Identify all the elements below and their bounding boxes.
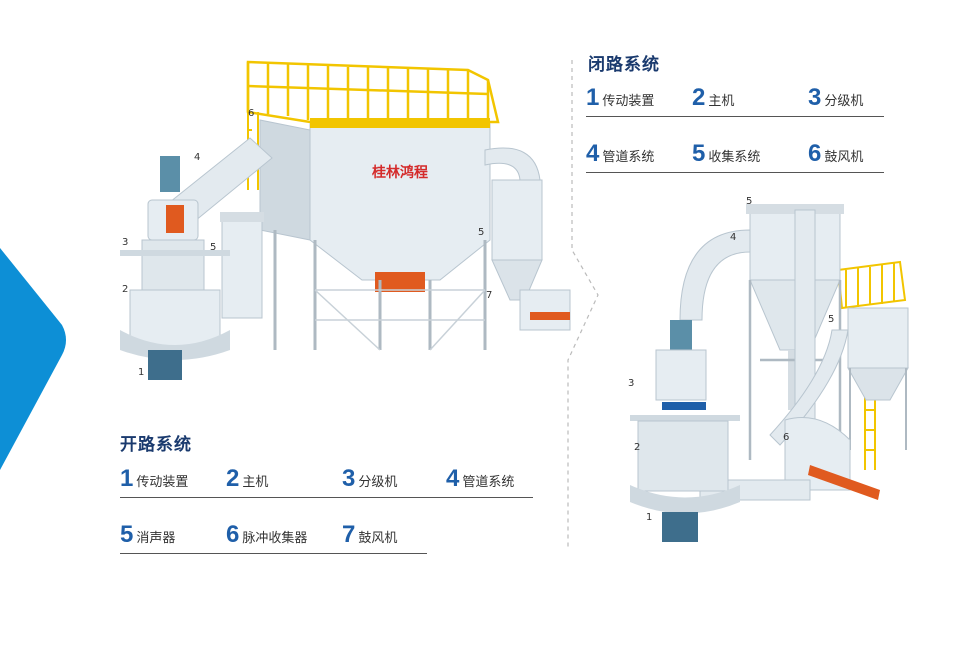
callout-5b: 5 [478,227,484,238]
section-divider [567,60,599,550]
callout-4: 4 [194,152,200,163]
callout-5b: 5 [828,314,834,325]
legend-item: 4 管道系统 [446,465,515,492]
legend-item: 5 收集系统 [692,140,761,167]
open-circuit-legend-row-2: 5 消声器 6 脉冲收集器 7 鼓风机 [120,513,427,554]
callout-1: 1 [646,512,652,523]
callout-6: 6 [783,432,789,443]
blue-arrow-tab [0,248,66,470]
callout-2: 2 [634,442,640,453]
closed-circuit-legend-row-1: 1 传动装置 2 主机 3 分级机 [586,76,884,117]
legend-item: 2 主机 [692,84,735,111]
callout-7: 7 [486,290,492,301]
callout-1: 1 [138,367,144,378]
pulse-collector-body [309,123,491,281]
callout-5: 5 [210,242,216,253]
legend-item: 6 鼓风机 [808,140,864,167]
legend-item: 1 传动装置 [120,465,189,492]
callout-3: 3 [628,378,634,389]
open-circuit-mill-illustration: 桂林鸿程 1 2 3 4 5 6 5 7 [120,60,571,380]
open-circuit-title: 开路系统 [120,435,192,455]
callout-4: 4 [730,232,736,243]
closed-circuit-legend-row-2: 4 管道系统 5 收集系统 6 鼓风机 [586,132,884,173]
closed-circuit-title: 闭路系统 [588,55,660,75]
callout-3: 3 [122,237,128,248]
legend-item: 3 分级机 [342,465,398,492]
legend-item: 7 鼓风机 [342,521,398,548]
open-circuit-legend-row-1: 1 传动装置 2 主机 3 分级机 4 管道系统 [120,457,533,498]
closed-circuit-mill-illustration: 5 4 5 3 2 6 1 [628,196,909,542]
callout-6: 6 [248,108,254,119]
safety-railing [246,60,500,190]
callout-2: 2 [122,284,128,295]
legend-item: 4 管道系统 [586,140,655,167]
callout-5: 5 [746,196,752,207]
legend-item: 1 传动装置 [586,84,655,111]
legend-item: 5 消声器 [120,521,176,548]
legend-item: 2 主机 [226,465,269,492]
legend-item: 3 分级机 [808,84,864,111]
brand-text: 桂林鸿程 [371,164,428,181]
legend-item: 6 脉冲收集器 [226,521,308,548]
